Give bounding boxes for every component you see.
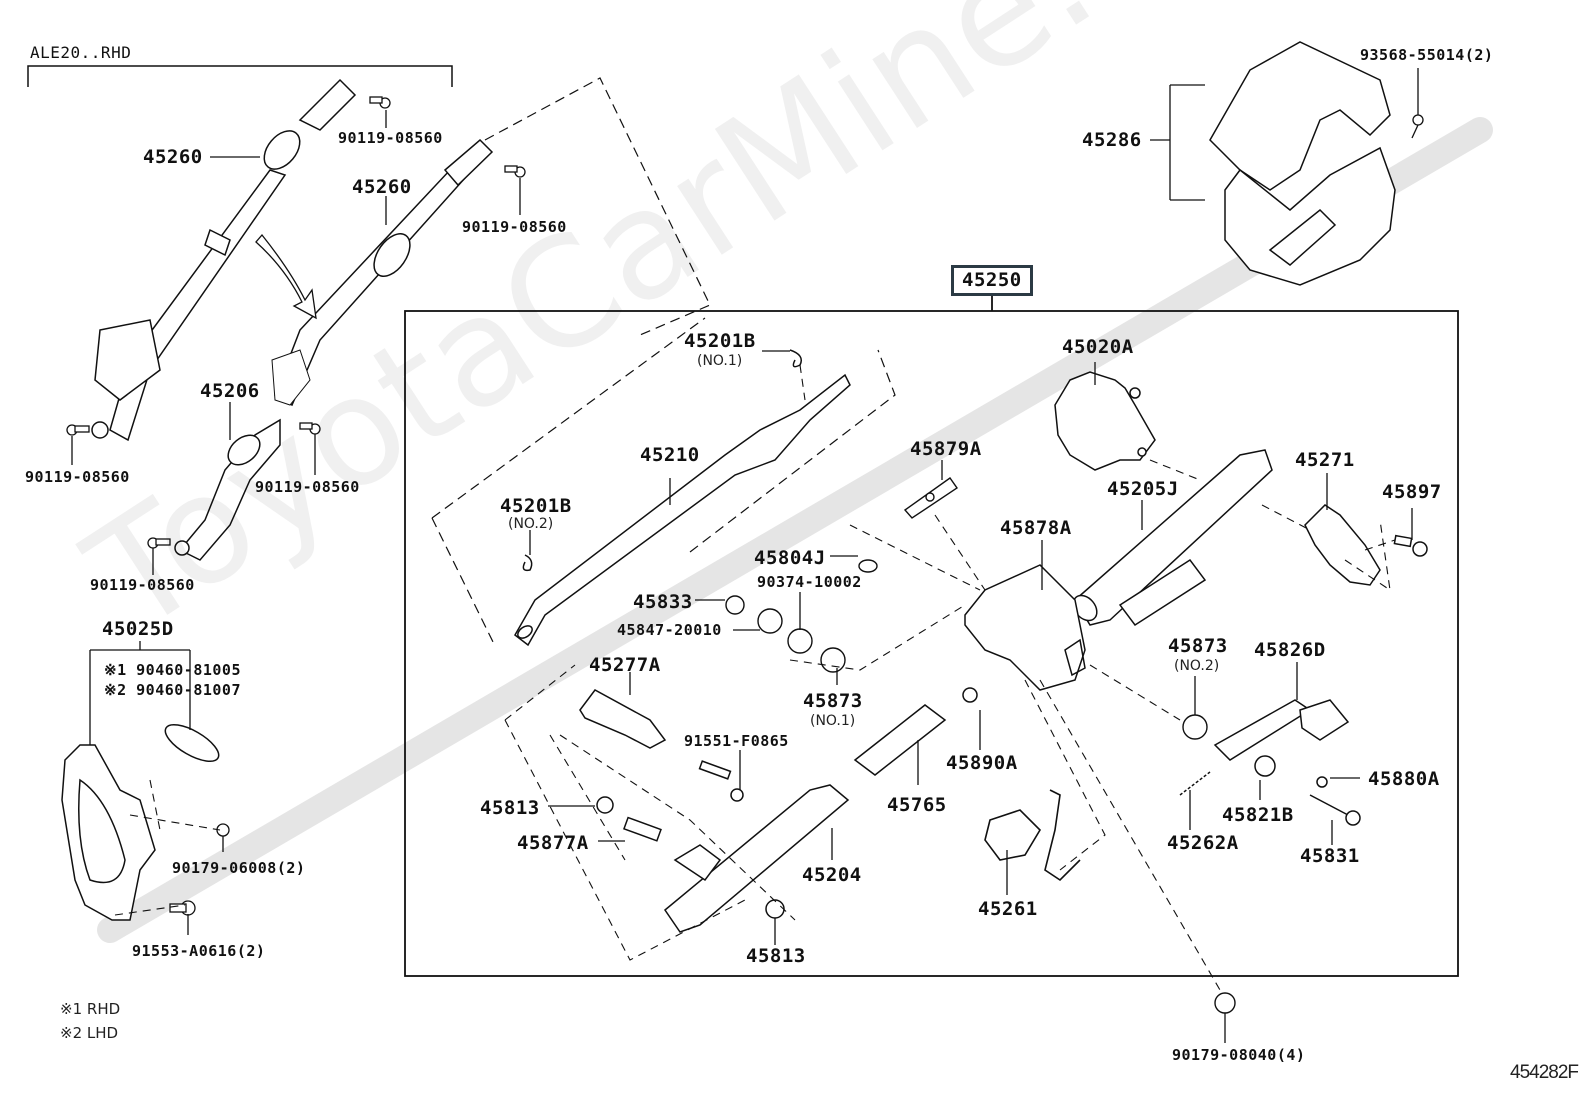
part-note-45873-no1: (NO.1): [810, 713, 856, 729]
part-label-45873-no2[interactable]: 45873: [1168, 635, 1228, 657]
part-label-45880a[interactable]: 45880A: [1368, 768, 1440, 790]
part-label-45813-b[interactable]: 45813: [746, 945, 806, 967]
part-label-45879a[interactable]: 45879A: [910, 438, 982, 460]
column-tube-drawing: [1072, 449, 1273, 627]
rhd-group-bracket: [27, 65, 453, 87]
part-label-bolt-cover[interactable]: 91553-A0616(2): [132, 942, 266, 960]
part-label-bolt-c[interactable]: 90119-08560: [25, 468, 130, 486]
part-label-cover-screw[interactable]: 93568-55014(2): [1360, 46, 1494, 64]
part-label-45833[interactable]: 45833: [633, 591, 693, 613]
intermediate-shaft-rhd-drawing: [91, 78, 357, 442]
part-label-45286[interactable]: 45286: [1082, 129, 1142, 151]
lower-assembly-drawing: [579, 687, 978, 933]
part-label-nut-cover[interactable]: 90179-06008(2): [172, 859, 306, 877]
part-note-45201b-no2: (NO.2): [508, 516, 554, 532]
footnote-1-text: RHD: [86, 1000, 121, 1018]
column-cover-drawing: [1209, 41, 1396, 286]
part-label-45271[interactable]: 45271: [1295, 449, 1355, 471]
part-label-45201b-no2[interactable]: 45201B: [500, 495, 572, 517]
diagram-title: ALE20..RHD: [30, 43, 132, 62]
part-label-bolt-d[interactable]: 90119-08560: [255, 478, 360, 496]
part-label-45878a[interactable]: 45878A: [1000, 517, 1072, 539]
part-label-91551[interactable]: 91551-F0865: [684, 732, 789, 750]
assembly-outline: [404, 296, 1459, 977]
intermediate-shaft-alt-drawing: [271, 138, 494, 407]
part-label-45277a[interactable]: 45277A: [589, 654, 661, 676]
part-note-45873-no2: (NO.2): [1174, 658, 1220, 674]
key-cylinder-housing-drawing: [1054, 371, 1156, 471]
part-label-45210[interactable]: 45210: [640, 444, 700, 466]
universal-joint-drawing: [174, 418, 281, 561]
part-label-45873-no1[interactable]: 45873: [803, 690, 863, 712]
dashed-guide-lines: [114, 364, 1396, 991]
footnote-2: ※2 LHD: [60, 1026, 118, 1041]
part-label-45260-rhd[interactable]: 45260: [143, 146, 203, 168]
part-label-45821b[interactable]: 45821B: [1222, 804, 1294, 826]
part-label-90374[interactable]: 90374-10002: [757, 573, 862, 591]
footnote-1-mark: ※1: [60, 1000, 83, 1018]
leader-lines: [71, 68, 1419, 1043]
part-label-45804j[interactable]: 45804J: [754, 547, 826, 569]
hole-cover-drawing: [61, 724, 220, 921]
part-label-45261[interactable]: 45261: [978, 898, 1038, 920]
part-label-45025d[interactable]: 45025D: [102, 618, 174, 640]
plate-drawing: [903, 477, 958, 519]
part-label-45897[interactable]: 45897: [1382, 481, 1442, 503]
tilt-lever-drawing: [1179, 699, 1361, 826]
footnote-2-mark: ※2: [60, 1024, 83, 1042]
part-label-nut-bottom[interactable]: 90179-08040(4): [1172, 1046, 1306, 1064]
part-label-45813-a[interactable]: 45813: [480, 797, 540, 819]
part-label-45890a[interactable]: 45890A: [946, 752, 1018, 774]
part-label-45250[interactable]: 45250: [962, 269, 1022, 291]
part-label-45765[interactable]: 45765: [887, 794, 947, 816]
assembly-part-box[interactable]: 45250: [951, 265, 1033, 296]
part-label-45020a[interactable]: 45020A: [1062, 336, 1134, 358]
part-label-45831[interactable]: 45831: [1300, 845, 1360, 867]
part-note-45201b-no1: (NO.1): [697, 353, 743, 369]
part-label-45206[interactable]: 45206: [200, 380, 260, 402]
part-label-45204[interactable]: 45204: [802, 864, 862, 886]
part-label-45260-alt[interactable]: 45260: [352, 176, 412, 198]
footnote-1: ※1 RHD: [60, 1002, 120, 1017]
reference-code: 454282F: [1510, 1062, 1579, 1083]
part-label-clamp-rhd[interactable]: ※1 90460-81005: [104, 661, 241, 679]
small-parts-drawing: [725, 559, 1236, 1014]
part-label-45847[interactable]: 45847-20010: [617, 621, 722, 639]
spring-drawing: [984, 789, 1081, 882]
part-label-45826d[interactable]: 45826D: [1254, 639, 1326, 661]
transition-arrow: [255, 233, 317, 320]
part-label-clamp-lhd[interactable]: ※2 90460-81007: [104, 681, 241, 699]
footnote-2-text: LHD: [86, 1024, 119, 1042]
part-label-bolt-b[interactable]: 90119-08560: [462, 218, 567, 236]
part-label-45262a[interactable]: 45262A: [1167, 832, 1239, 854]
part-label-45201b-no1[interactable]: 45201B: [684, 330, 756, 352]
part-label-45877a[interactable]: 45877A: [517, 832, 589, 854]
tilt-bracket-drawing: [964, 564, 1086, 691]
upper-bracket-drawing: [1304, 504, 1428, 586]
part-label-45205j[interactable]: 45205J: [1107, 478, 1179, 500]
part-label-bolt-e[interactable]: 90119-08560: [90, 576, 195, 594]
part-label-bolt-a[interactable]: 90119-08560: [338, 129, 443, 147]
alt-shaft-dashed-outline: [484, 77, 711, 336]
main-shaft-dashed-outline: [431, 317, 896, 647]
